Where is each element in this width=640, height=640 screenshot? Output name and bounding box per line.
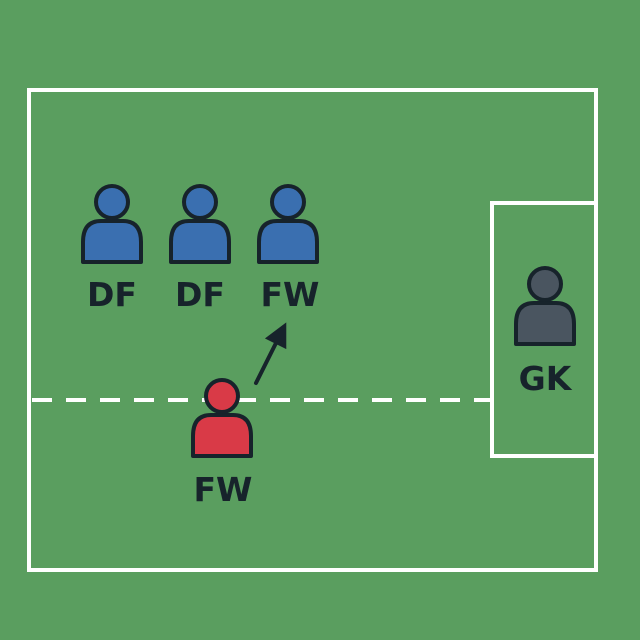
player-label: GK (519, 359, 573, 398)
player-df2: DF (169, 184, 231, 314)
player-fw-blue: FW (257, 184, 320, 314)
players: DF DF FW FW GK (81, 184, 576, 509)
person-icon (81, 184, 143, 264)
arrow-icon (254, 322, 287, 385)
player-gk: GK (514, 266, 576, 398)
person-icon (191, 378, 253, 458)
player-df1: DF (81, 184, 143, 314)
penalty-box (490, 201, 596, 458)
player-label: DF (175, 275, 225, 314)
person-icon (514, 266, 576, 346)
person-icon (257, 184, 319, 264)
player-label: FW (261, 275, 320, 314)
player-label: DF (87, 275, 137, 314)
person-icon (169, 184, 231, 264)
field-boundary (27, 88, 598, 572)
player-fw-red: FW (191, 378, 253, 509)
player-label: FW (194, 470, 253, 509)
